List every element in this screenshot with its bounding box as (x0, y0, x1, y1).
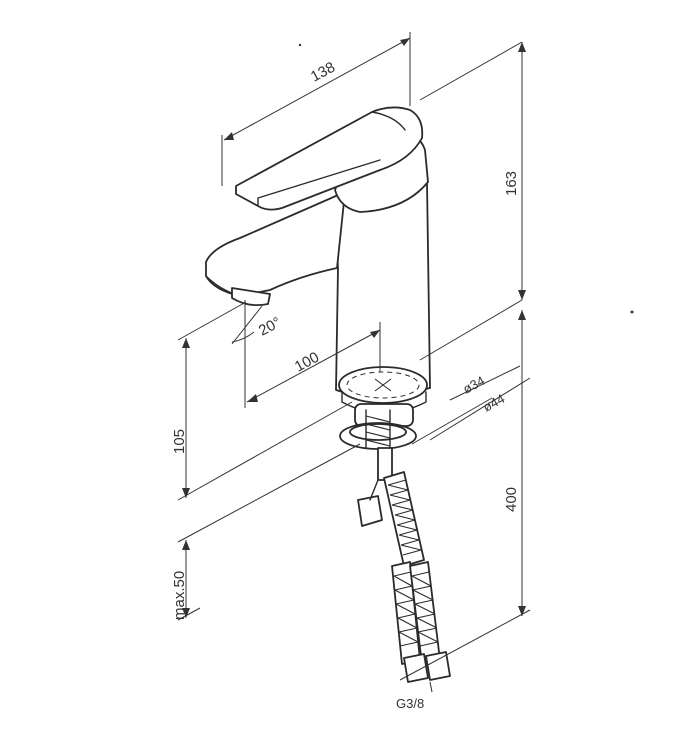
faucet-body (205, 106, 431, 414)
dim-138-label: 138 (308, 59, 338, 86)
dimension-arrows (182, 38, 526, 618)
dim-105-label: 105 (171, 429, 188, 454)
mounting-hardware (339, 403, 417, 450)
hoses (357, 447, 451, 693)
dim-angle-label: 20° (256, 314, 284, 340)
dim-max50-label: max.50 (171, 571, 188, 620)
dim-100-label: 100 (292, 349, 322, 376)
dim-400-label: 400 (503, 487, 520, 512)
dim-163-label: 163 (503, 171, 520, 196)
dimension-lines (177, 32, 531, 681)
thread-label: G3/8 (396, 696, 424, 711)
